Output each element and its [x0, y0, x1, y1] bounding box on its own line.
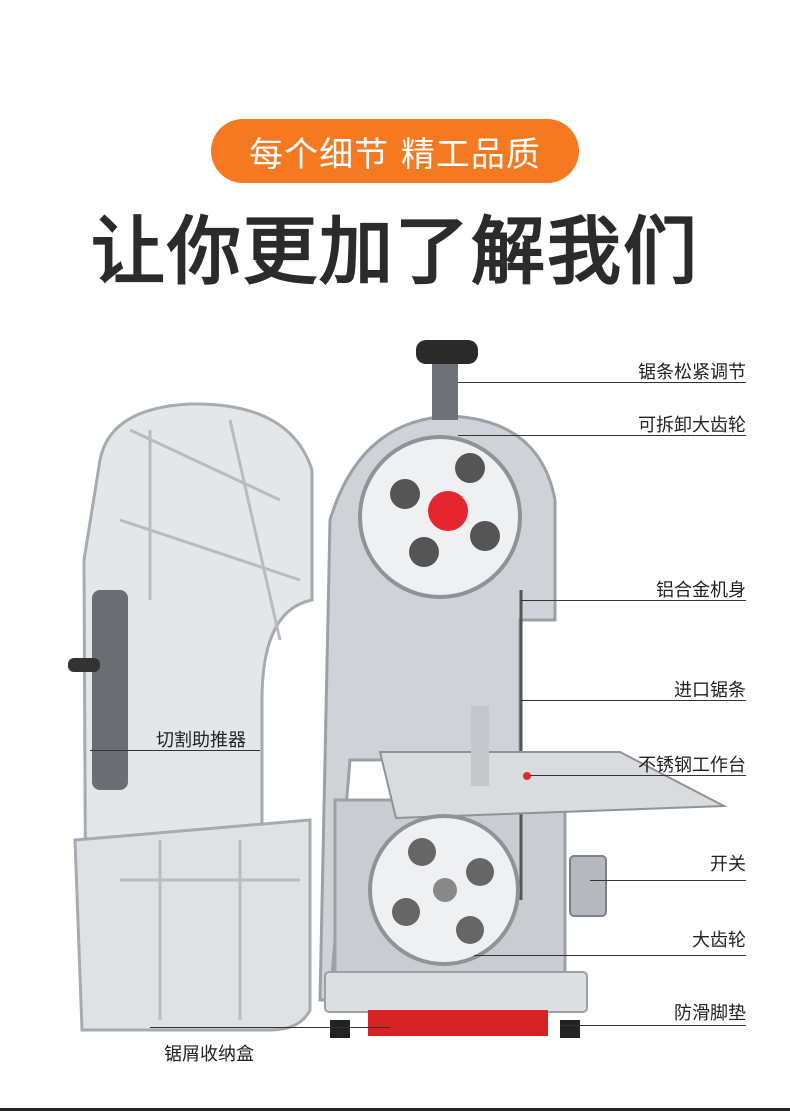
wheel-knob-icon: [428, 491, 468, 531]
callout-line: [150, 1027, 390, 1028]
door-ribs: [119, 419, 301, 1020]
power-switch: [569, 855, 607, 917]
callout-line: [560, 1025, 746, 1026]
band-saw-illustration: [68, 340, 728, 1038]
callout-line: [474, 955, 746, 956]
callout-line: [521, 600, 746, 601]
callout-line: [90, 750, 260, 751]
callout-line: [530, 775, 746, 776]
tension-rod: [432, 358, 458, 420]
label-anti-slip-feet: 防滑脚垫: [674, 1003, 746, 1024]
foot-right: [560, 1020, 580, 1038]
label-big-wheel: 大齿轮: [692, 930, 746, 951]
sawdust-drawer: [368, 1010, 548, 1036]
label-sawdust-box: 锯屑收纳盒: [164, 1044, 254, 1065]
pusher-grip: [68, 658, 100, 672]
page-title: 让你更加了解我们: [91, 209, 699, 295]
promo-badge: 每个细节 精工品质: [211, 119, 579, 183]
foot-left: [330, 1020, 350, 1038]
callout-line: [590, 880, 746, 881]
label-imported-blade: 进口锯条: [674, 680, 746, 701]
label-pusher: 切割助推器: [156, 730, 246, 751]
label-steel-table: 不锈钢工作台: [638, 755, 746, 776]
callout-line: [458, 435, 746, 436]
tension-knob: [416, 340, 478, 364]
side-door-lower: [73, 818, 312, 1032]
base-plate: [324, 971, 588, 1013]
callout-line: [458, 382, 746, 383]
bottom-divider: [0, 1108, 790, 1111]
label-switch: 开关: [710, 854, 746, 875]
callout-line: [521, 700, 746, 701]
label-aluminum-body: 铝合金机身: [656, 580, 746, 601]
label-removable-wheel: 可拆卸大齿轮: [638, 415, 746, 436]
fence: [471, 706, 489, 786]
work-table: [378, 751, 728, 820]
promo-badge-text: 每个细节 精工品质: [249, 134, 541, 175]
label-blade-tension: 锯条松紧调节: [638, 362, 746, 383]
pusher-handle: [92, 590, 128, 790]
